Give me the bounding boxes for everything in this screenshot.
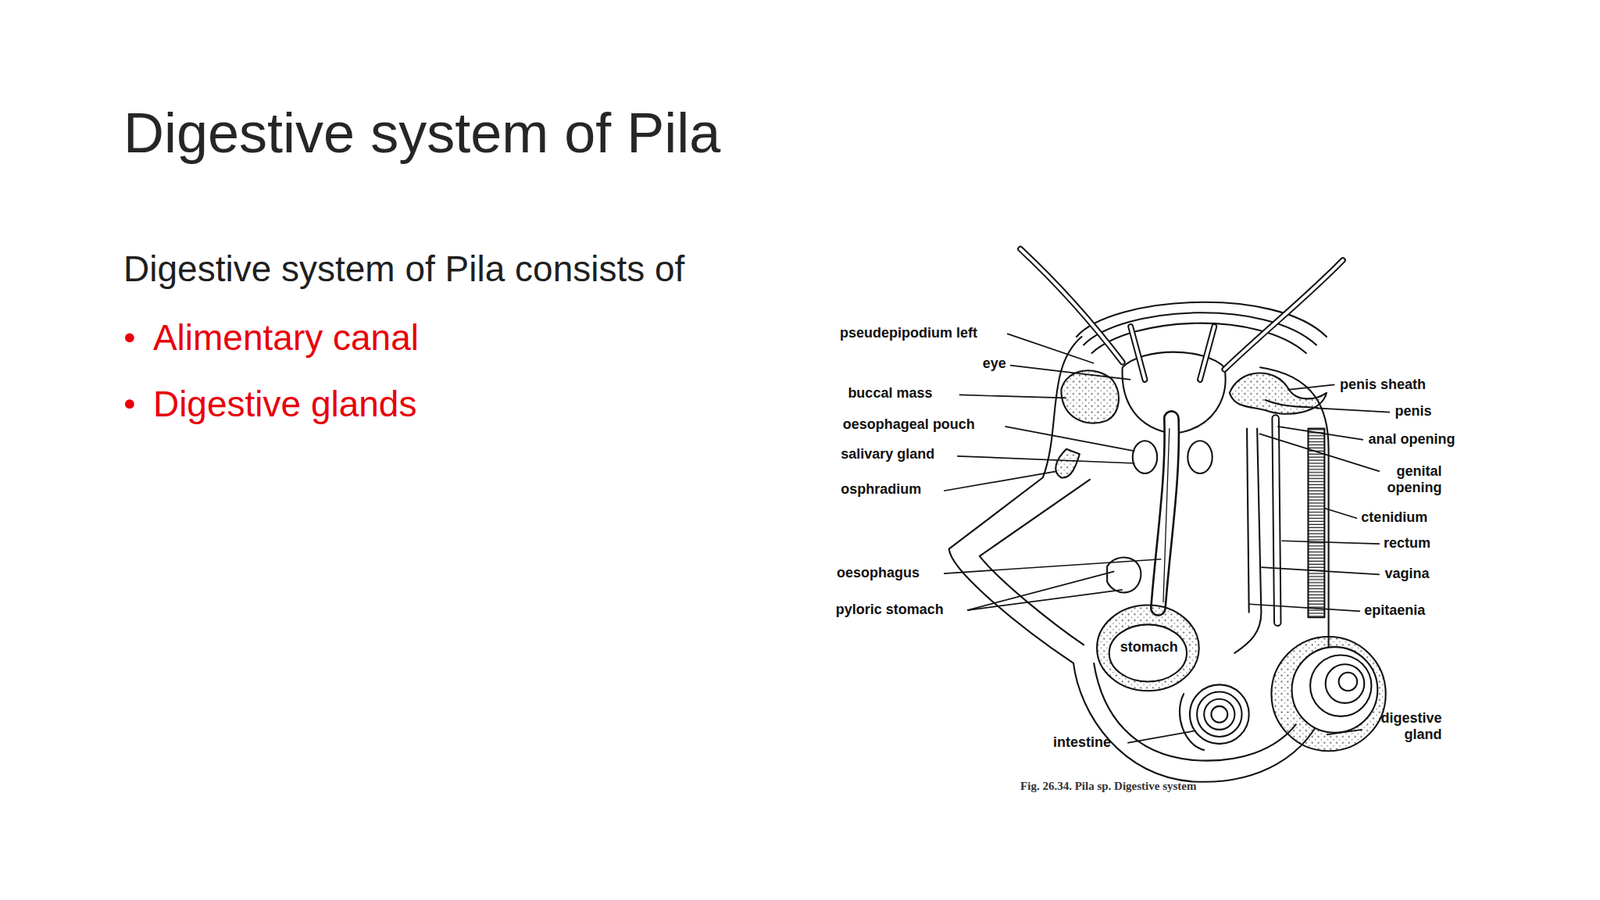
bullet-item: Alimentary canal (153, 317, 419, 359)
leader-line (1281, 540, 1379, 544)
part-label: oesophagus (836, 564, 920, 581)
digestive-gland-shape (1271, 636, 1386, 751)
tentacle (1224, 260, 1343, 370)
shell-whorl (1310, 655, 1372, 717)
penis-sheath-shape (1229, 372, 1327, 414)
part-label: rectum (1383, 535, 1431, 552)
intestine-coil (1203, 699, 1235, 730)
intestine-coil (1179, 693, 1204, 750)
figure-caption: Fig. 26.34. Pila sp. Digestive system (1020, 779, 1197, 793)
shell-whorl (1339, 672, 1358, 692)
salivary-gland-shape (1055, 449, 1080, 479)
leader-line (1260, 567, 1380, 575)
leader-line (1010, 365, 1131, 380)
part-label: digestive gland (1365, 710, 1443, 743)
oesophageal-pouch-shape (1132, 440, 1158, 474)
intestine-coil (1196, 692, 1242, 737)
bullet-dot (125, 399, 135, 409)
leader-line (967, 589, 1123, 611)
stomach-shape (1109, 624, 1187, 682)
leader-line (957, 456, 1135, 464)
leader-line (1326, 729, 1363, 736)
part-label: osphradium (840, 480, 922, 497)
part-label: ctenidium (1360, 509, 1428, 526)
part-label: intestine (1053, 733, 1111, 750)
oesophageal-pouch-shape (1187, 440, 1212, 474)
leader-line (967, 571, 1115, 611)
part-label: stomach (1120, 639, 1179, 656)
part-label: pyloric stomach (835, 600, 944, 618)
eye-stalk (1130, 326, 1145, 380)
part-label: genital opening (1370, 463, 1442, 496)
oesophagus-tube (1157, 418, 1172, 609)
part-label: buccal mass (847, 385, 933, 402)
slide-title: Digestive system of Pila (123, 100, 721, 165)
vagina-duct (1234, 428, 1261, 654)
rectum-tube (1275, 418, 1279, 623)
shell-whorl (1325, 664, 1365, 704)
body-text: Digestive system of Pila consists of (123, 247, 685, 290)
part-label: epitaenia (1364, 602, 1425, 619)
intestine-coil (1210, 706, 1228, 723)
shell-whorl (1292, 646, 1379, 733)
leader-line (1324, 507, 1358, 518)
leader-line (1127, 730, 1197, 743)
part-label: oesophageal pouch (842, 416, 975, 433)
rectum-tube (1275, 418, 1279, 623)
bullet-dot (125, 332, 135, 343)
oesophagus-tube (1157, 418, 1172, 609)
eye-stalk (1200, 326, 1215, 380)
leader-line (1005, 426, 1136, 451)
leader-line (943, 559, 1161, 574)
leader-line (1249, 603, 1361, 611)
leader-line (1287, 384, 1335, 390)
leader-line (1316, 407, 1390, 412)
penis-shape (1265, 400, 1319, 408)
part-label: vagina (1384, 565, 1429, 583)
body-outline (949, 336, 1327, 783)
part-label: penis (1394, 403, 1432, 420)
buccal-mass-shape (1060, 370, 1119, 423)
tentacle (1020, 249, 1123, 363)
leader-line (959, 394, 1067, 398)
epitaenia-ridge (1246, 428, 1250, 613)
eye-stalk (1130, 326, 1145, 380)
leader-line (1259, 433, 1380, 472)
stomach-shape (1096, 605, 1200, 692)
mantle-edge (979, 479, 1090, 646)
oesophagus-tube (1163, 428, 1170, 603)
part-label: eye (982, 355, 1007, 372)
intestine-coil (1189, 684, 1250, 744)
leader-line (943, 471, 1057, 491)
part-label: salivary gland (840, 446, 935, 463)
leader-line (1277, 426, 1364, 440)
part-label: penis sheath (1339, 376, 1426, 393)
tentacle (1224, 260, 1343, 370)
ctenidium-gill (1307, 428, 1325, 618)
leader-line (1007, 333, 1094, 364)
bullet-item: Digestive glands (153, 383, 418, 425)
part-label: pseudepipodium left (839, 324, 978, 341)
part-label: anal opening (1368, 430, 1456, 447)
tentacle (1020, 249, 1123, 363)
eye-stalk (1200, 326, 1215, 380)
